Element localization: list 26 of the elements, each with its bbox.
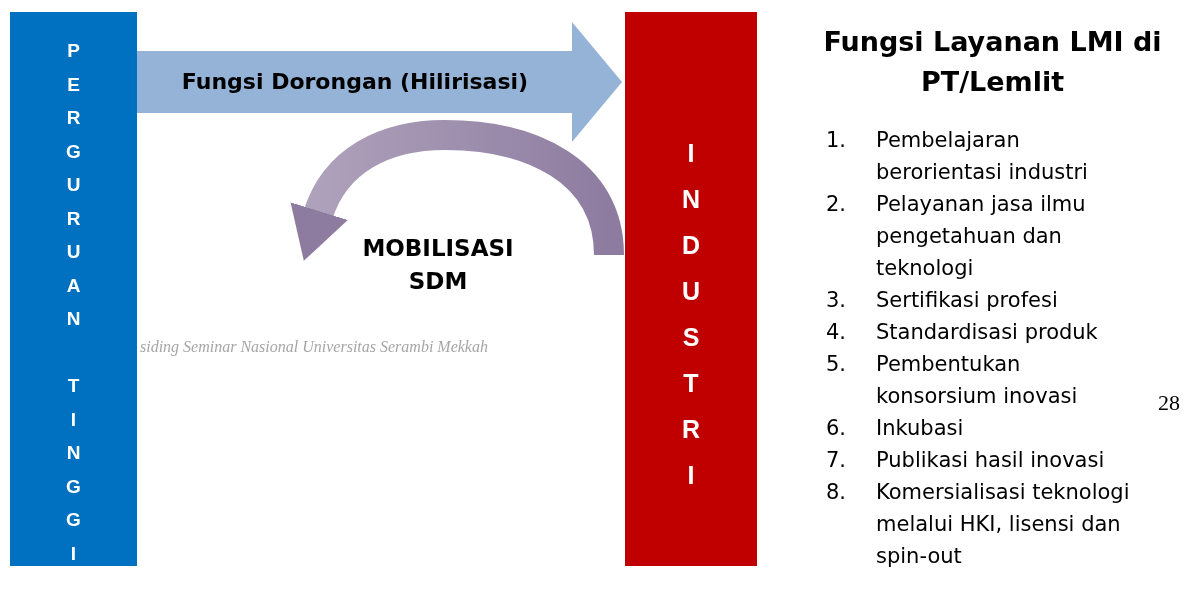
list-number: 6.	[826, 415, 848, 442]
edge-label: Fungsi Dorongan (Hilirisasi)	[180, 68, 530, 97]
vertical-label: INDUSTRI	[680, 138, 702, 491]
list-number: 4.	[826, 319, 848, 346]
list-number: 8.	[826, 479, 848, 506]
list-item-text: Pelayanan jasa ilmu pengetahuan dan teknologi	[876, 191, 1087, 282]
list-item-text: Pembelajaran berorientasi industri	[876, 127, 1089, 186]
page-number: 28	[1158, 390, 1180, 416]
panel-heading: Fungsi Layanan LMI di PT/Lemlit	[822, 25, 1163, 99]
list-item-text: Sertifikasi profesi	[876, 287, 1059, 314]
curved-arrow	[291, 120, 624, 260]
list-number: 5.	[826, 351, 848, 378]
list-item-text: Standardisasi produk	[876, 319, 1099, 346]
list-item-text: Pembentukan konsorsium inovasi	[876, 351, 1079, 410]
vertical-bar	[10, 12, 137, 566]
list-item-text: Komersialisasi teknologi melalui HKI, lisensi dan spin-out	[876, 479, 1131, 570]
list-item-text: Publikasi hasil inovasi	[876, 447, 1106, 474]
vertical-bar	[625, 12, 757, 566]
vertical-label: PERGURUAN TINGGI	[65, 39, 82, 566]
list-number: 3.	[826, 287, 848, 314]
list-number: 1.	[826, 127, 848, 154]
list-number: 2.	[826, 191, 848, 218]
list-number: 7.	[826, 447, 848, 474]
block-arrow	[137, 22, 622, 142]
edge-label: MOBILISASI SDM	[361, 233, 515, 296]
list-item-text: Inkubasi	[876, 415, 965, 442]
